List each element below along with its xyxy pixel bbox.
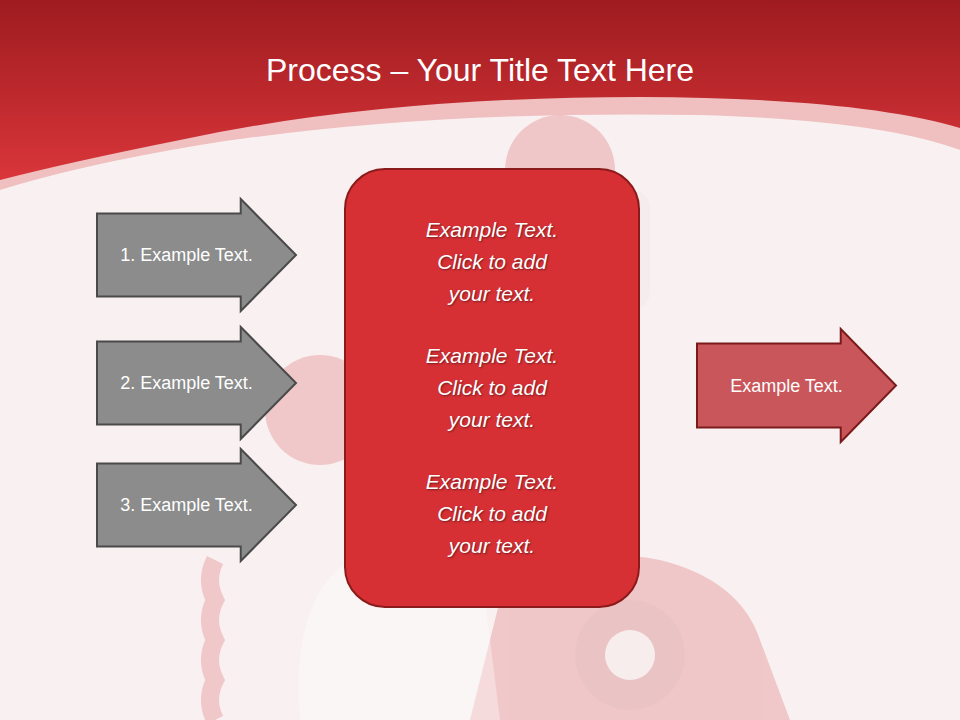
arrow-box: 1. Example Text.: [96, 198, 297, 312]
arrow-box: Example Text.: [696, 328, 897, 443]
slide-title: Process – Your Title Text Here: [0, 52, 960, 89]
text-holder: Example Text.: [696, 375, 877, 397]
arrow-label: 1. Example Text.: [96, 244, 277, 266]
body-text: Example Text. Click to add your text.: [417, 340, 567, 436]
body-text: Example Text. Click to add your text.: [417, 214, 567, 310]
text-holder: Example Text. Click to add your text. Exa…: [417, 214, 567, 562]
arrow-label: 2. Example Text.: [96, 372, 277, 394]
content-box: Example Text. Click to add your text. Exa…: [344, 168, 640, 608]
arrow-box: 3. Example Text.: [96, 448, 297, 562]
text-holder: 3. Example Text.: [96, 494, 277, 516]
body-text: Example Text. Click to add your text.: [417, 466, 567, 562]
arrow-box: 2. Example Text.: [96, 326, 297, 440]
arrow-label: Example Text.: [696, 375, 877, 397]
arrow-label: 3. Example Text.: [96, 494, 277, 516]
text-holder: 1. Example Text.: [96, 244, 277, 266]
text-holder: 2. Example Text.: [96, 372, 277, 394]
